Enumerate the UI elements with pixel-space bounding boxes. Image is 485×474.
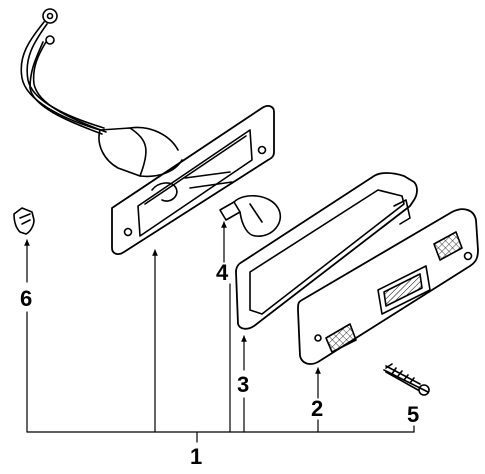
clip-nut: [13, 207, 35, 235]
lens-gasket: [235, 172, 418, 330]
callout-6: 6: [20, 286, 32, 311]
leader-lines: [24, 221, 415, 443]
bulb: [219, 195, 281, 237]
lamp-lens: [297, 208, 479, 365]
callout-5: 5: [407, 402, 419, 427]
callout-4: 4: [216, 260, 229, 285]
screw: [383, 363, 430, 396]
callout-3: 3: [237, 372, 249, 397]
callout-2: 2: [311, 396, 323, 421]
wiring-harness: [20, 8, 107, 135]
lamp-housing: [111, 105, 275, 255]
callout-1: 1: [190, 444, 202, 469]
